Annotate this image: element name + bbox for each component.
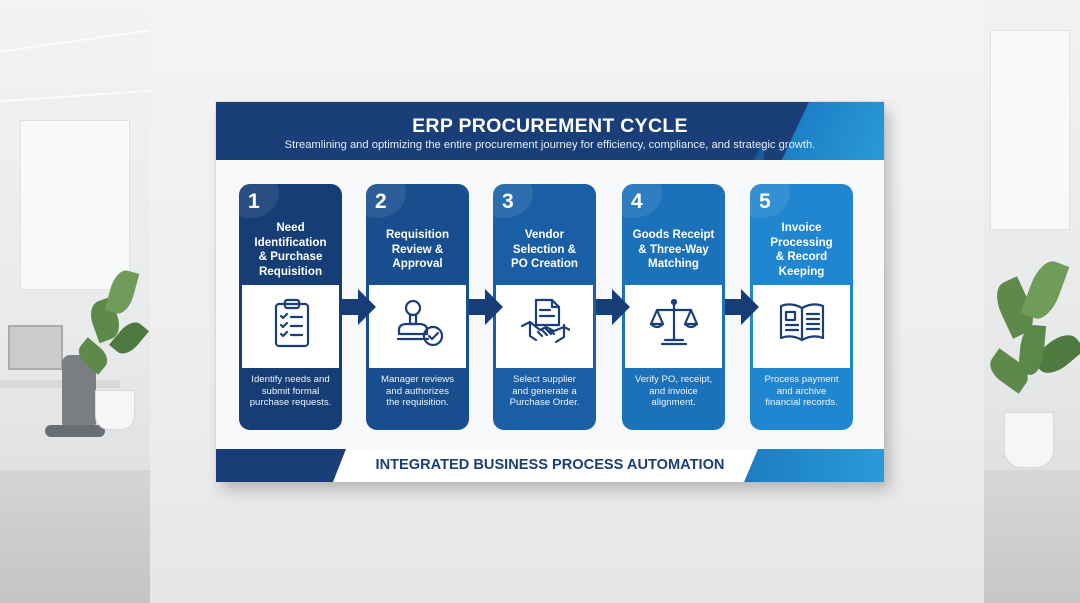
step-description-line: financial records.	[765, 397, 838, 409]
step-description-line: Verify PO, receipt,	[634, 374, 713, 385]
step-description-line: and generate a	[512, 385, 577, 397]
step-title-line: & Three-Way	[638, 242, 709, 256]
step-title-line: Vendor	[524, 228, 565, 241]
step-icon-panel	[625, 285, 722, 368]
step-title-line: Selection &	[512, 242, 577, 256]
step-number: 5	[759, 190, 771, 213]
step-description-line: and archive	[776, 385, 827, 397]
step-title-line: Matching	[648, 257, 699, 270]
floor	[984, 470, 1080, 603]
step-description-line: and authorizes	[386, 385, 449, 397]
clipboard-checklist-icon	[274, 298, 310, 348]
step-icon-panel	[496, 285, 593, 368]
step-icon-panel	[242, 285, 339, 368]
step-title-line: Requisition	[385, 228, 450, 241]
step-description-line: Process payment	[764, 374, 839, 385]
step-description-line: Manager reviews	[380, 374, 455, 385]
window	[990, 30, 1070, 230]
flow-arrow-4	[725, 289, 759, 325]
step-icon-panel	[753, 285, 850, 368]
footer-text: INTEGRATED BUSINESS PROCESS AUTOMATION	[375, 457, 725, 473]
monitor	[8, 325, 63, 370]
floor	[0, 470, 150, 603]
procurement-cycle-board: ERP PROCUREMENT CYCLE Streamlining and o…	[216, 102, 884, 482]
step-title-line: Review &	[391, 242, 444, 256]
step-title-line: Need	[276, 221, 305, 234]
step-title-line: Identification	[254, 235, 327, 249]
board-title: ERP PROCUREMENT CYCLE	[412, 115, 688, 137]
footer-accent-left	[216, 449, 346, 482]
step-description-line: Purchase Order.	[509, 397, 580, 409]
step-title-line: Keeping	[778, 264, 825, 278]
step-icon-panel	[369, 285, 466, 368]
plant-pot	[1004, 412, 1054, 468]
step-title-line: Processing	[770, 235, 833, 249]
header-accent	[764, 102, 884, 160]
window	[20, 120, 130, 290]
step-number: 1	[248, 190, 260, 213]
footer-accent-right	[744, 449, 884, 482]
office-chair-seat	[45, 425, 105, 437]
open-book-icon	[779, 303, 825, 342]
handshake-document-icon	[520, 298, 570, 344]
step-title-line: PO Creation	[511, 257, 578, 270]
step-title-line: & Purchase	[258, 250, 323, 263]
step-number: 2	[375, 190, 387, 213]
step-title-line: Requisition	[258, 264, 323, 278]
desk	[0, 380, 120, 388]
step-description-line: Select supplier	[513, 374, 576, 385]
step-title-line: Goods Receipt	[632, 228, 715, 241]
plant-pot	[95, 390, 135, 430]
step-description-line: purchase requests.	[249, 397, 332, 409]
step-title-line: Approval	[392, 257, 443, 270]
step-description-line: and invoice	[649, 385, 698, 397]
step-number: 3	[502, 190, 514, 213]
balance-scale-icon	[649, 298, 699, 346]
approval-stamp-icon	[396, 299, 443, 347]
flow-arrow-2	[469, 289, 503, 325]
flow-arrow-1	[342, 289, 376, 325]
board-subtitle: Streamlining and optimizing the entire p…	[284, 139, 816, 151]
step-title-line: Invoice	[781, 221, 822, 234]
step-title-line: & Record	[775, 250, 828, 263]
step-description-line: Identify needs and	[251, 374, 330, 385]
flow-arrow-3	[596, 289, 630, 325]
step-number: 4	[631, 190, 643, 213]
step-description-line: alignment.	[651, 397, 696, 409]
step-description-line: the requisition.	[386, 397, 449, 409]
step-description-line: submit formal	[261, 385, 320, 397]
